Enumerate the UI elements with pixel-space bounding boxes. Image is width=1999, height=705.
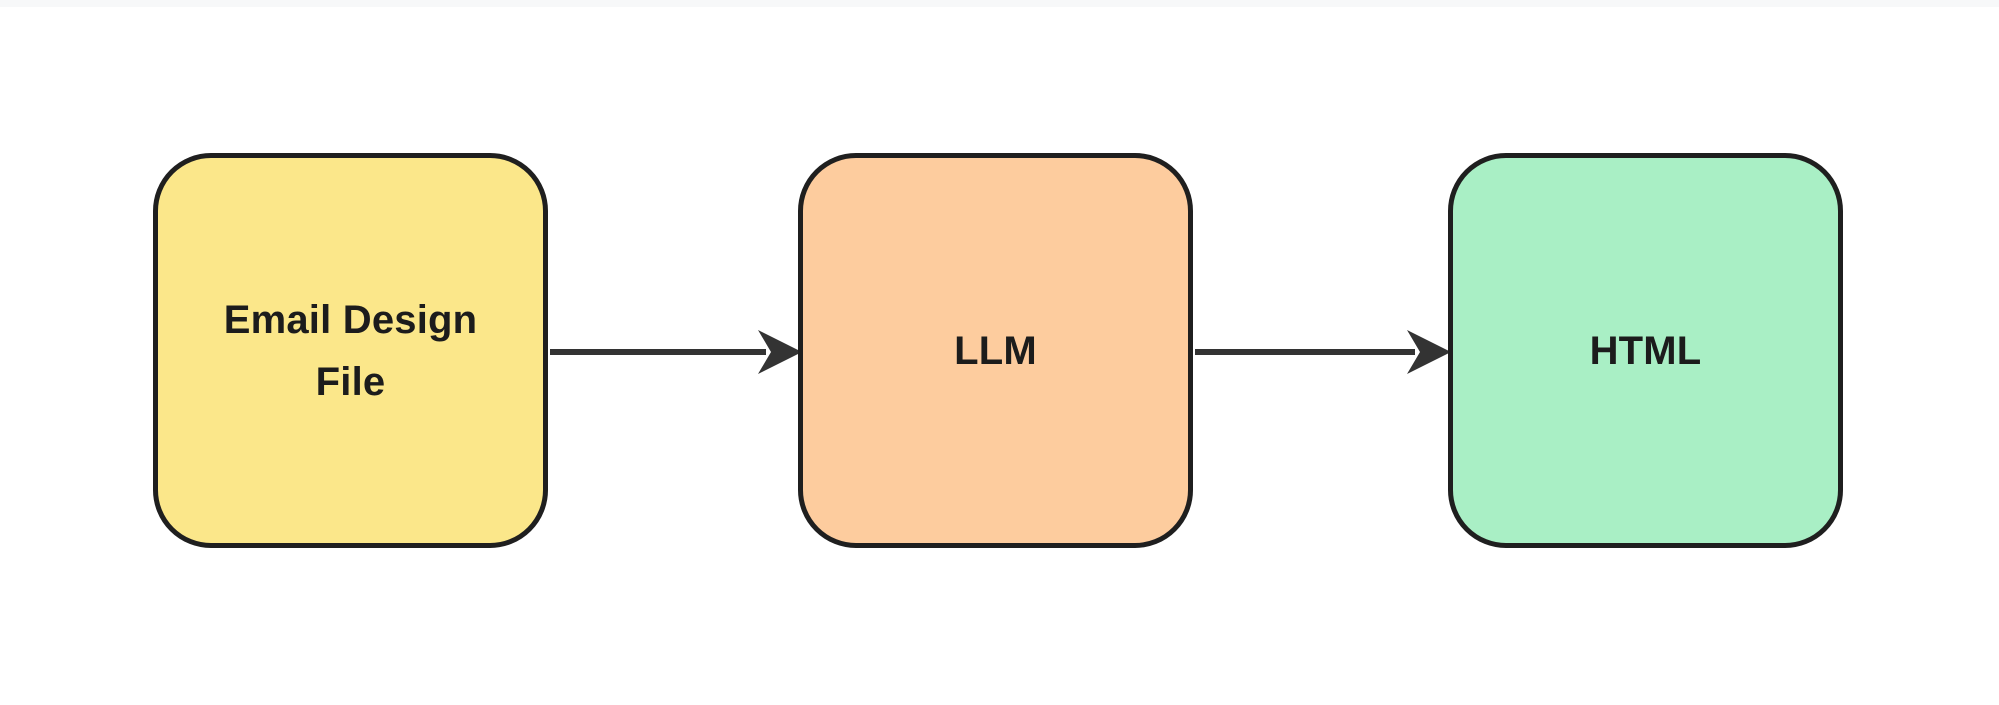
top-edge-divider bbox=[0, 0, 1999, 7]
node-llm-label: LLM bbox=[954, 328, 1037, 373]
arrow-llm-to-html-icon bbox=[1195, 330, 1451, 374]
node-llm: LLM bbox=[798, 153, 1193, 548]
node-email-design-file-label: Email Design File bbox=[223, 297, 478, 404]
node-email-design-file: Email Design File bbox=[153, 153, 548, 548]
node-html: HTML bbox=[1448, 153, 1843, 548]
arrow-email-to-llm-icon bbox=[550, 330, 802, 374]
node-html-label: HTML bbox=[1589, 328, 1702, 373]
